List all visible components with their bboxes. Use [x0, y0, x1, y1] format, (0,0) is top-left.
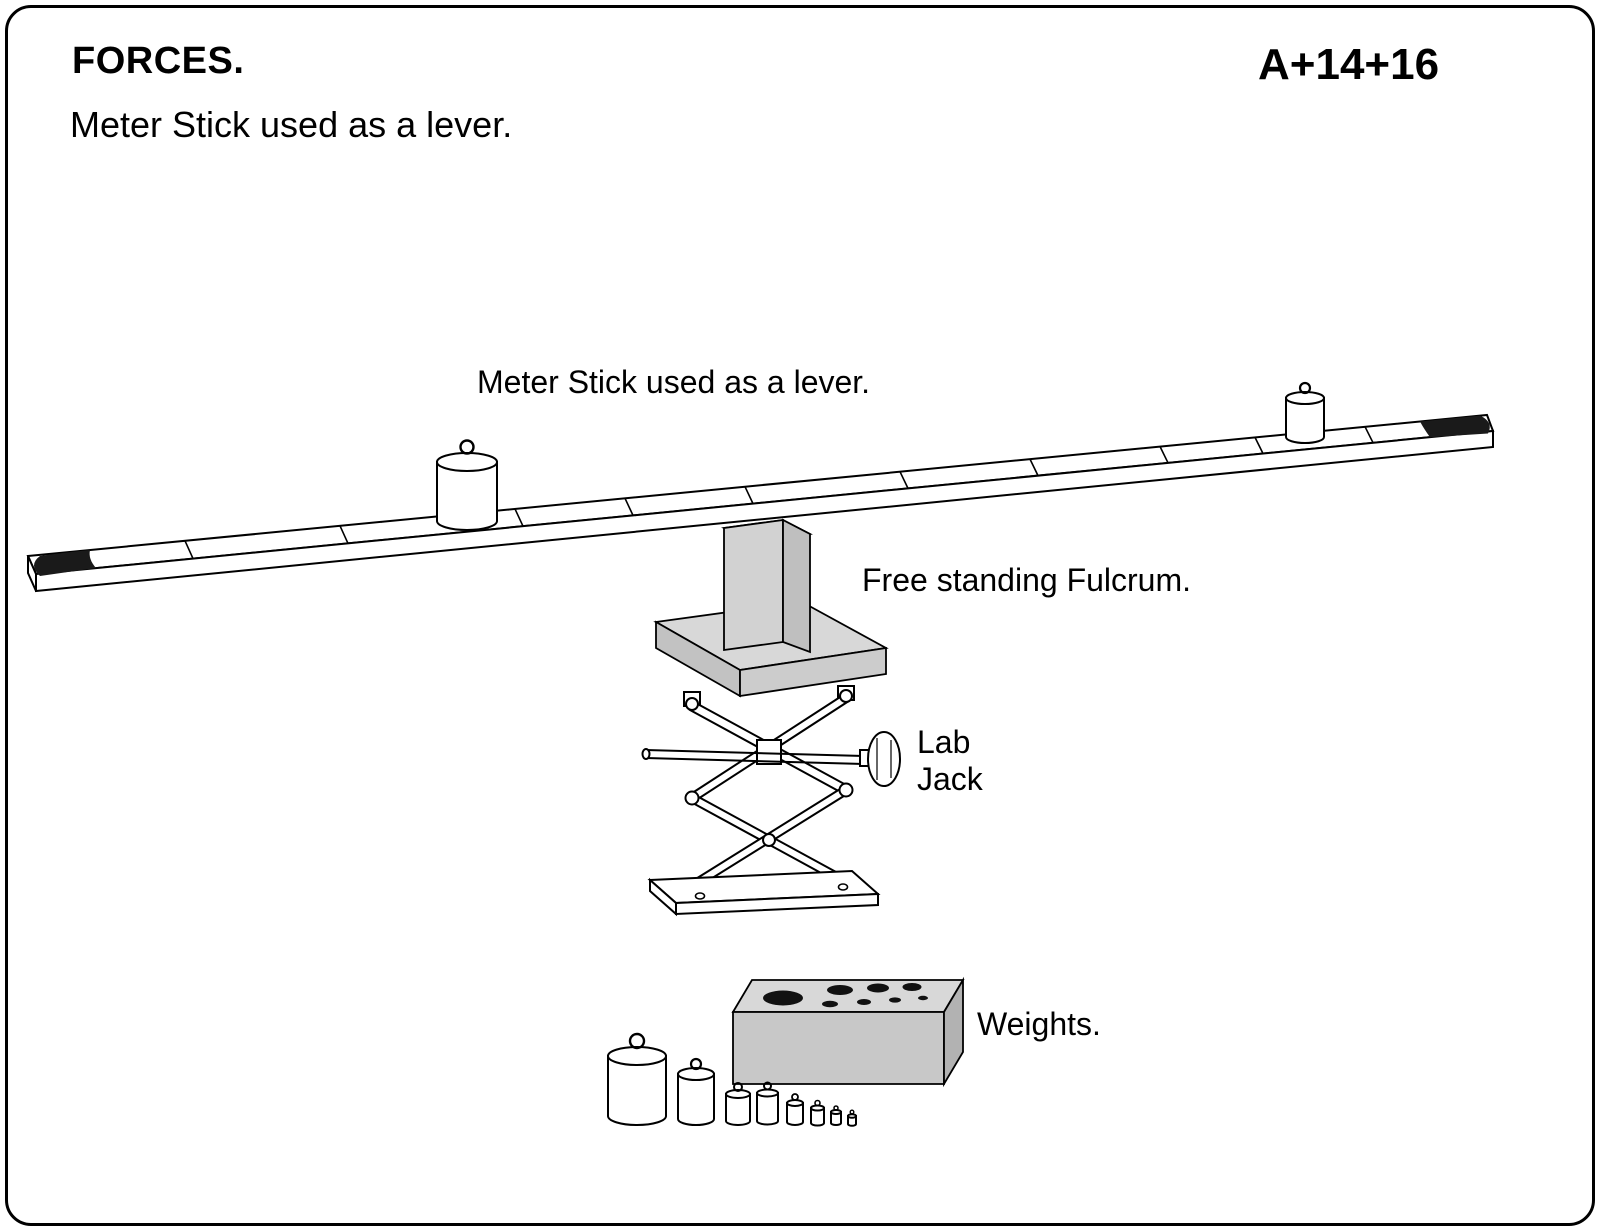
- fulcrum-block: [721, 518, 813, 654]
- lab-jack-screw: [641, 748, 871, 767]
- meter-stick-label: Meter Stick used as a lever.: [477, 364, 871, 400]
- stick-end-cap-left: [34, 550, 96, 576]
- stick-divisions: [184, 426, 1374, 559]
- jack-screw-nut: [756, 739, 782, 765]
- lab-jack-base: [647, 869, 881, 917]
- weight-3: [725, 1082, 751, 1126]
- lab-jack-label: Lab Jack: [917, 724, 983, 798]
- weight-7: [830, 1105, 842, 1126]
- page-subtitle: Meter Stick used as a lever.: [70, 104, 513, 145]
- meter-stick: [26, 413, 1495, 593]
- weight-set: [607, 1032, 857, 1127]
- weights-block: [731, 976, 965, 1088]
- stick-weight-left: [436, 439, 498, 531]
- weight-8: [847, 1109, 857, 1127]
- lab-jack-scissor: [688, 693, 850, 891]
- stick-end-cap-right: [1420, 415, 1490, 438]
- weight-4: [756, 1081, 779, 1126]
- weights-block-holes: [763, 983, 928, 1008]
- lab-jack: [641, 685, 901, 917]
- catalog-code: A+14+16: [1258, 40, 1440, 89]
- stick-weight-right: [1285, 381, 1325, 444]
- weight-5: [786, 1093, 804, 1126]
- weight-6: [810, 1099, 825, 1127]
- weights-label: Weights.: [977, 1006, 1101, 1042]
- weight-1: [607, 1032, 667, 1126]
- weight-2: [677, 1057, 715, 1126]
- lab-jack-knob: [867, 731, 901, 787]
- fulcrum-label: Free standing Fulcrum.: [862, 562, 1192, 598]
- lab-jack-label-line2: Jack: [917, 761, 983, 797]
- page-title: FORCES.: [72, 40, 245, 82]
- lab-jack-label-line1: Lab: [917, 724, 971, 760]
